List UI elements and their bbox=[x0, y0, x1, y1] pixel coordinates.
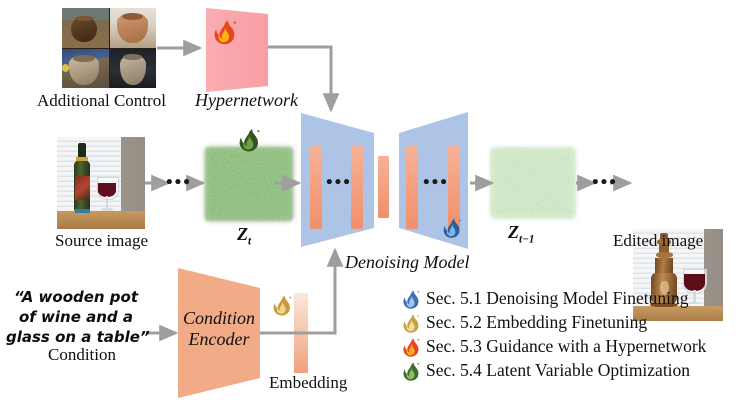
unet-decoder-block-2 bbox=[448, 146, 460, 229]
additional-control-label: Additional Control bbox=[37, 91, 166, 110]
source-image-photo bbox=[57, 137, 145, 229]
legend-item-3-text: Sec. 5.4 Latent Variable Optimization bbox=[426, 359, 691, 380]
unet-bottleneck-block bbox=[378, 156, 389, 218]
latent-zt1-label: Zt−1 bbox=[508, 222, 534, 246]
flame-gold-icon bbox=[273, 293, 292, 316]
condition-encoder-shape bbox=[178, 268, 260, 398]
ellipsis-unet-decoder: ••• bbox=[423, 172, 449, 193]
flame-red-icon bbox=[214, 17, 236, 45]
unet-encoder-block-2 bbox=[351, 146, 363, 229]
ellipsis-zt1-to-edited: ••• bbox=[592, 172, 618, 193]
legend-item-1: Sec. 5.2 Embedding Finetuning bbox=[402, 310, 706, 334]
legend-item-0: Sec. 5.1 Denoising Model Finetuning bbox=[402, 286, 706, 310]
arrow-embedding-to-unet bbox=[260, 247, 344, 335]
control-tile-3 bbox=[62, 48, 109, 88]
flame-green-icon bbox=[403, 359, 420, 381]
legend-item-2: Sec. 5.3 Guidance with a Hypernetwork bbox=[402, 334, 706, 358]
latent-zt-label: Zt bbox=[237, 224, 251, 248]
zt1-base: Z bbox=[508, 222, 519, 242]
embedding-label: Embedding bbox=[269, 373, 348, 392]
condition-prompt-line-1: “A wooden pot bbox=[13, 288, 139, 306]
source-image-label: Source image bbox=[55, 231, 148, 250]
flame-red-icon bbox=[403, 335, 420, 357]
flame-blue-icon bbox=[443, 216, 461, 238]
condition-label: Condition bbox=[48, 345, 117, 364]
condition-encoder-line-2: Encoder bbox=[188, 329, 250, 350]
hypernetwork-shape bbox=[206, 8, 268, 92]
legend-item-3: Sec. 5.4 Latent Variable Optimization bbox=[402, 358, 706, 382]
legend-item-2-text: Sec. 5.3 Guidance with a Hypernetwork bbox=[426, 335, 707, 356]
control-tile-1 bbox=[62, 8, 109, 48]
legend-item-1-text: Sec. 5.2 Embedding Finetuning bbox=[426, 311, 648, 332]
edited-image-photo bbox=[633, 229, 723, 321]
flame-blue-icon bbox=[403, 287, 420, 309]
latent-zt-noise bbox=[206, 148, 292, 220]
zt-base: Z bbox=[237, 224, 248, 244]
legend: Sec. 5.1 Denoising Model Finetuning Sec.… bbox=[402, 286, 706, 382]
additional-control-image bbox=[62, 8, 156, 88]
edited-image-label: Edited image bbox=[613, 231, 704, 250]
ellipsis-source-to-zt: ••• bbox=[166, 172, 192, 193]
condition-prompt-line-3: glass on a table” bbox=[6, 327, 150, 346]
condition-encoder-line-1: Condition bbox=[182, 308, 255, 328]
hypernetwork-label: Hypernetwork bbox=[195, 90, 298, 110]
control-tile-2 bbox=[109, 8, 156, 48]
flame-green-icon bbox=[239, 126, 260, 152]
latent-zt1-noise bbox=[492, 149, 574, 217]
unet-decoder-block-1 bbox=[406, 146, 418, 229]
ellipsis-unet-encoder: ••• bbox=[326, 172, 352, 193]
arrow-hypernetwork-to-unet bbox=[268, 45, 340, 113]
condition-prompt: “A wooden pot of wine and a glass on a t… bbox=[6, 288, 150, 347]
control-tile-4 bbox=[109, 48, 156, 88]
zt-subscript: t bbox=[248, 235, 252, 248]
unet-encoder-block-1 bbox=[310, 146, 322, 229]
zt1-subscript: t−1 bbox=[519, 233, 535, 246]
condition-encoder-label: Condition Encoder bbox=[180, 308, 258, 350]
flame-gold-icon bbox=[403, 311, 420, 333]
legend-item-0-text: Sec. 5.1 Denoising Model Finetuning bbox=[426, 287, 689, 308]
denoising-model-label: Denoising Model bbox=[345, 252, 470, 272]
condition-prompt-line-2: of wine and a bbox=[18, 307, 133, 326]
